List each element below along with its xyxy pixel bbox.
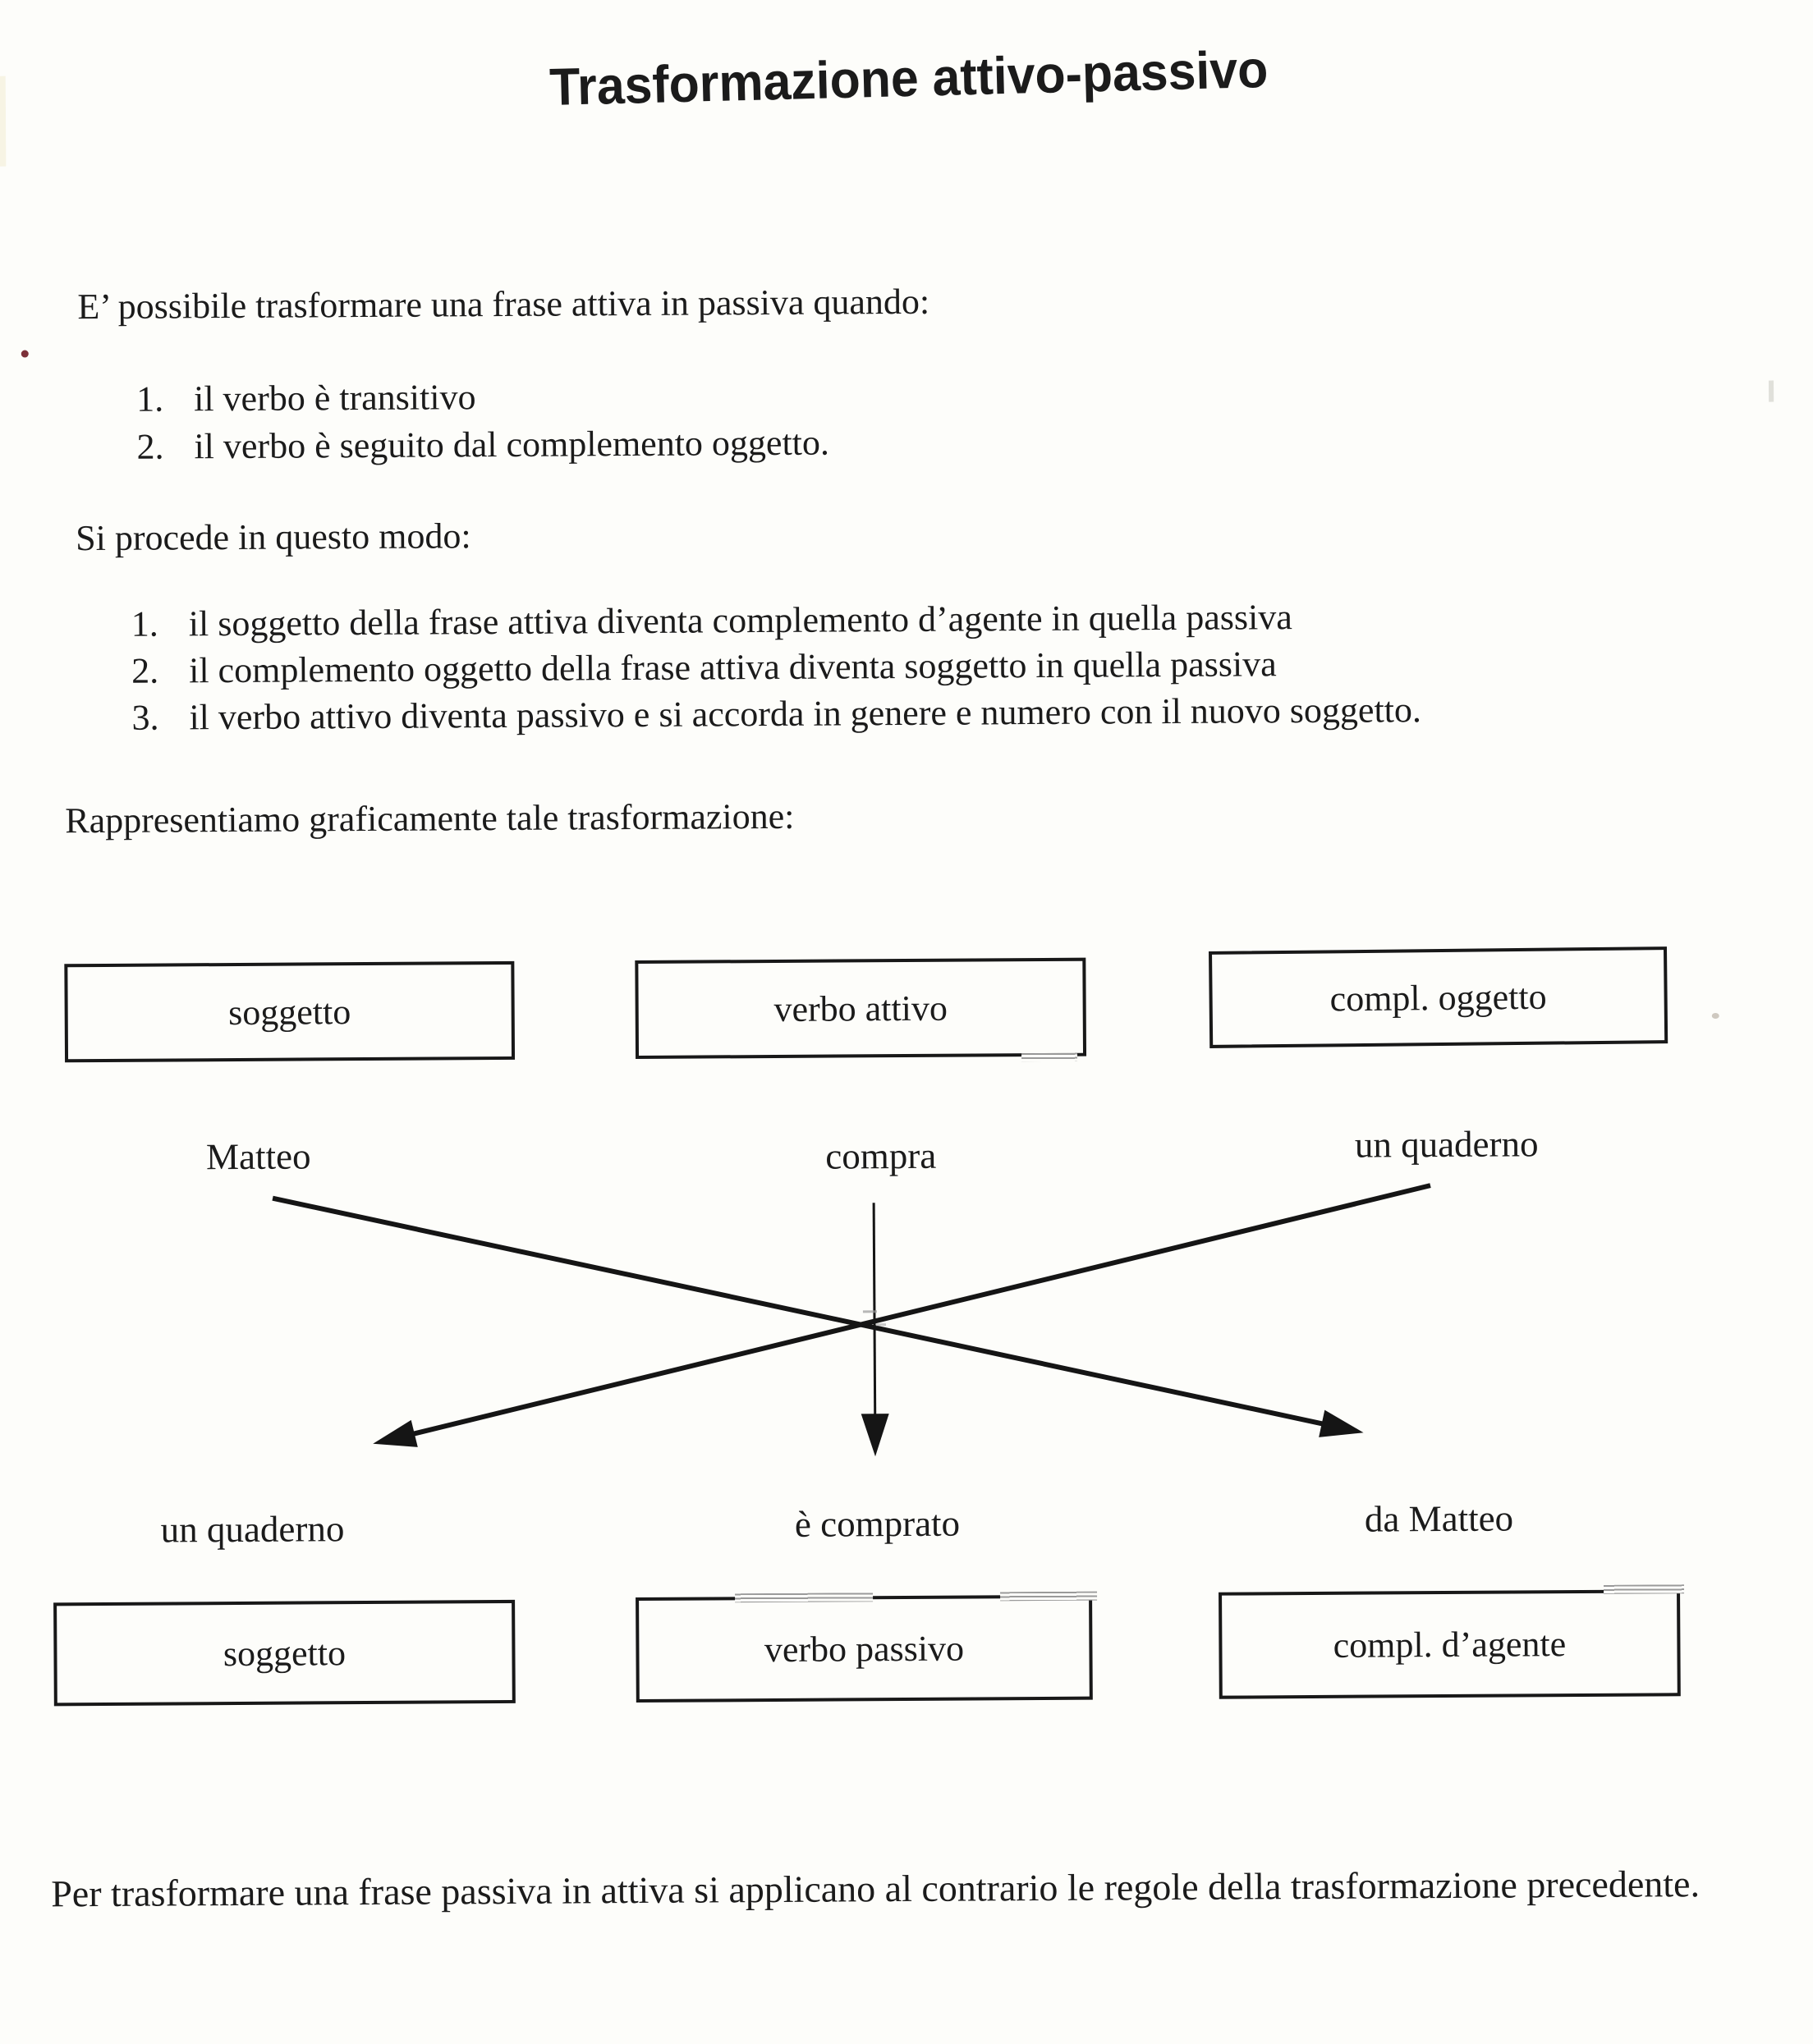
word-da-matteo: da Matteo <box>1364 1497 1514 1540</box>
word-un-quaderno-top: un quaderno <box>1354 1123 1539 1166</box>
box-compl-oggetto: compl. oggetto <box>1209 946 1668 1048</box>
scan-artifact <box>1603 1584 1685 1594</box>
box-compl-dagente: compl. d’agente <box>1219 1589 1681 1699</box>
box-soggetto-top: soggetto <box>64 960 516 1063</box>
scan-artifact <box>735 1593 874 1603</box>
scan-artifact <box>1000 1591 1098 1602</box>
word-e-comprato: è comprato <box>794 1502 961 1545</box>
box-label: verbo attivo <box>773 988 948 1029</box>
condition-text: il verbo è seguito dal complemento ogget… <box>194 422 830 467</box>
box-label: compl. oggetto <box>1329 976 1547 1019</box>
list-number: 3. <box>131 697 159 738</box>
procedure-step-3: 3. il verbo attivo diventa passivo e si a… <box>131 689 1421 739</box>
box-verbo-passivo: verbo passivo <box>636 1594 1093 1703</box>
scan-artifact <box>862 1310 877 1313</box>
procedure-heading: Si procede in questo modo: <box>76 516 471 559</box>
page-title: Trasformazione attivo-passivo <box>548 39 1269 117</box>
box-verbo-attivo: verbo attivo <box>635 957 1087 1060</box>
list-number: 2. <box>136 426 164 467</box>
list-number: 1. <box>135 378 164 419</box>
scan-artifact <box>21 350 29 358</box>
diagram-caption: Rappresentiamo graficamente tale trasfor… <box>65 795 795 841</box>
procedure-step-2: 2. il complemento oggetto della frase att… <box>131 643 1277 692</box>
step-text: il verbo attivo diventa passivo e si acc… <box>189 690 1422 738</box>
scan-artifact <box>0 76 7 167</box>
closing-paragraph: Per trasformare una frase passiva in att… <box>51 1863 1701 1915</box>
box-label: verbo passivo <box>764 1628 965 1670</box>
step-text: il complemento oggetto della frase attiv… <box>188 644 1277 691</box>
list-number: 2. <box>131 650 159 691</box>
condition-item-2: 2. il verbo è seguito dal complemento ogg… <box>136 422 829 468</box>
word-compra: compra <box>825 1134 937 1177</box>
box-label: soggetto <box>227 991 351 1033</box>
arrow-verbo-to-passivo <box>861 1203 889 1457</box>
step-text: il soggetto della frase attiva diventa c… <box>188 597 1292 644</box>
condition-item-1: 1. il verbo è transitivo <box>136 376 476 420</box>
arrow-oggetto-to-soggetto <box>373 1183 1431 1447</box>
box-soggetto-bottom: soggetto <box>53 1599 516 1707</box>
intro-paragraph: E’ possibile trasformare una frase attiv… <box>77 281 930 328</box>
scan-artifact <box>876 1323 887 1327</box>
scan-artifact <box>1021 1052 1078 1062</box>
box-label: soggetto <box>223 1632 347 1674</box>
scan-artifact <box>1769 380 1774 402</box>
scan-artifact <box>1711 1012 1719 1020</box>
box-label: compl. d’agente <box>1333 1623 1567 1666</box>
word-un-quaderno-bottom: un quaderno <box>160 1508 345 1551</box>
procedure-step-1: 1. il soggetto della frase attiva diventa… <box>131 596 1292 645</box>
word-matteo: Matteo <box>205 1135 311 1178</box>
condition-text: il verbo è transitivo <box>193 377 476 419</box>
arrow-soggetto-to-agente <box>272 1195 1364 1437</box>
list-number: 1. <box>131 603 158 644</box>
